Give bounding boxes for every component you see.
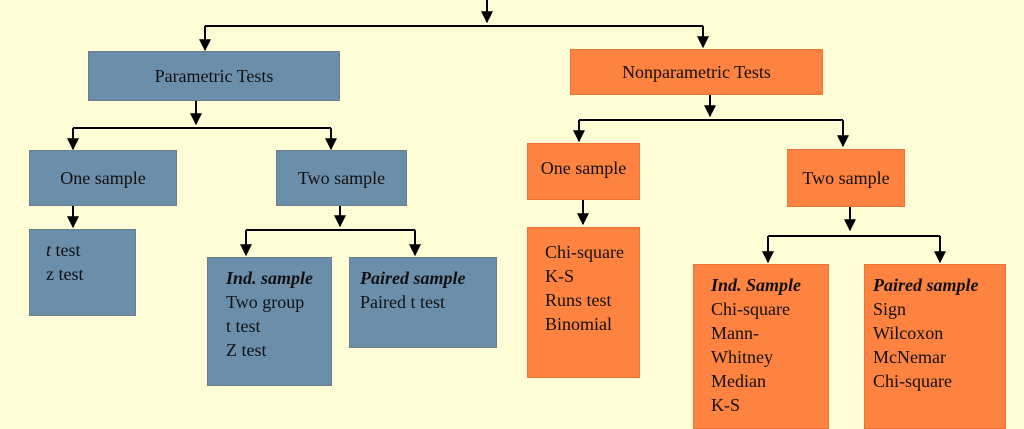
- parametric-tests-box: Parametric Tests: [88, 51, 340, 101]
- z-test-item: z test: [46, 264, 84, 284]
- list-item: Chi-square: [873, 371, 952, 391]
- nonparametric-two-sample-title: Two sample: [802, 167, 890, 188]
- parametric-two-sample-title: Two sample: [297, 167, 386, 188]
- nonparametric-ind-sample-box: Ind. Sample Chi-square Mann- Whitney Med…: [693, 264, 829, 429]
- nonparametric-tests-box: Nonparametric Tests: [570, 49, 823, 95]
- nonparametric-one-sample-tests: Chi-square K-S Runs test Binomial: [527, 227, 640, 378]
- nonparametric-paired-sample-box: Paired sample Sign Wilcoxon McNemar Chi-…: [864, 264, 1006, 429]
- list-item: Z test: [226, 340, 267, 360]
- parametric-one-sample-title: One sample: [60, 167, 146, 188]
- parametric-one-sample-tests: t test z test: [29, 229, 136, 316]
- list-item: Chi-square: [545, 242, 624, 262]
- list-item: Chi-square: [711, 299, 790, 319]
- list-item: Whitney: [711, 347, 773, 367]
- list-item: McNemar: [873, 347, 946, 367]
- nonparametric-tests-title: Nonparametric Tests: [622, 61, 771, 82]
- list-item: Mann-: [711, 323, 759, 343]
- nonparametric-one-sample-box: One sample: [527, 143, 640, 200]
- list-item: Paired t test: [360, 292, 445, 312]
- paired-sample-title: Paired sample: [873, 275, 979, 295]
- list-item: Binomial: [545, 314, 612, 334]
- ind-sample-title: Ind. sample: [226, 268, 314, 288]
- ind-sample-title: Ind. Sample: [711, 275, 802, 295]
- list-item: Two group: [226, 292, 305, 312]
- parametric-tests-title: Parametric Tests: [154, 65, 274, 86]
- list-item: K-S: [711, 395, 741, 415]
- parametric-paired-sample-box: Paired sample Paired t test: [349, 257, 497, 348]
- parametric-one-sample-box: One sample: [29, 150, 177, 206]
- paired-sample-title: Paired sample: [360, 268, 466, 288]
- list-item: Sign: [873, 299, 907, 319]
- parametric-two-sample-box: Two sample: [276, 150, 407, 206]
- nonparametric-one-sample-title: One sample: [540, 158, 627, 178]
- list-item: K-S: [545, 266, 575, 286]
- list-item: t test: [226, 316, 261, 336]
- t-test-item: t test: [46, 240, 81, 260]
- parametric-ind-sample-box: Ind. sample Two group t test Z test: [207, 257, 332, 386]
- list-item: Runs test: [545, 290, 612, 310]
- list-item: Wilcoxon: [873, 323, 944, 343]
- nonparametric-two-sample-box: Two sample: [787, 149, 905, 207]
- list-item: Median: [711, 371, 766, 391]
